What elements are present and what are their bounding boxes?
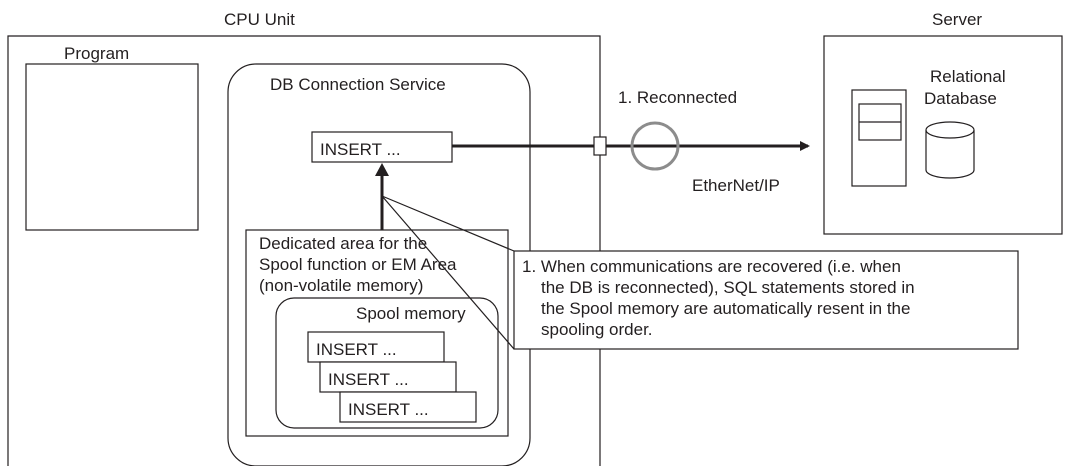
resend-arrowhead xyxy=(375,163,389,176)
database-label-line-1: Relational xyxy=(930,67,1006,86)
callout-pointer-top xyxy=(381,195,515,252)
spool-area-line-2: Spool function or EM Area xyxy=(259,255,457,274)
spool-insert-box-3 xyxy=(339,391,477,423)
spool-insert-box-2 xyxy=(319,361,457,393)
insert-statement-box xyxy=(311,131,453,163)
db-connection-service-label: DB Connection Service xyxy=(270,75,446,94)
server-tower-icon xyxy=(851,89,907,187)
callout-line-2: the DB is reconnected), SQL statements s… xyxy=(541,278,915,297)
spool-insert-label-3: INSERT ... xyxy=(348,400,429,419)
callout-line-3: the Spool memory are automatically resen… xyxy=(541,299,910,318)
program-box xyxy=(25,63,199,231)
callout-line-1: 1. When communications are recovered (i.… xyxy=(522,257,901,276)
spool-insert-label-1: INSERT ... xyxy=(316,340,397,359)
reconnect-circle-icon xyxy=(630,121,680,171)
cpu-unit-label: CPU Unit xyxy=(224,10,295,29)
callout-box xyxy=(513,250,1019,350)
database-cylinder-icon xyxy=(925,121,975,179)
database-label-line-2: Database xyxy=(924,89,997,108)
callout-pointer-bottom xyxy=(381,195,515,350)
program-label: Program xyxy=(64,44,129,63)
spool-insert-label-2: INSERT ... xyxy=(328,370,409,389)
reconnected-label: 1. Reconnected xyxy=(618,88,737,107)
spool-area-line-3: (non-volatile memory) xyxy=(259,276,423,295)
port-icon xyxy=(593,136,607,156)
insert-statement-label: INSERT ... xyxy=(320,140,401,159)
callout-line-4: spooling order. xyxy=(541,320,653,339)
spool-memory-label: Spool memory xyxy=(356,304,466,323)
server-label: Server xyxy=(932,10,982,29)
ethernet-ip-label: EtherNet/IP xyxy=(692,176,780,195)
spool-area-line-1: Dedicated area for the xyxy=(259,234,427,253)
